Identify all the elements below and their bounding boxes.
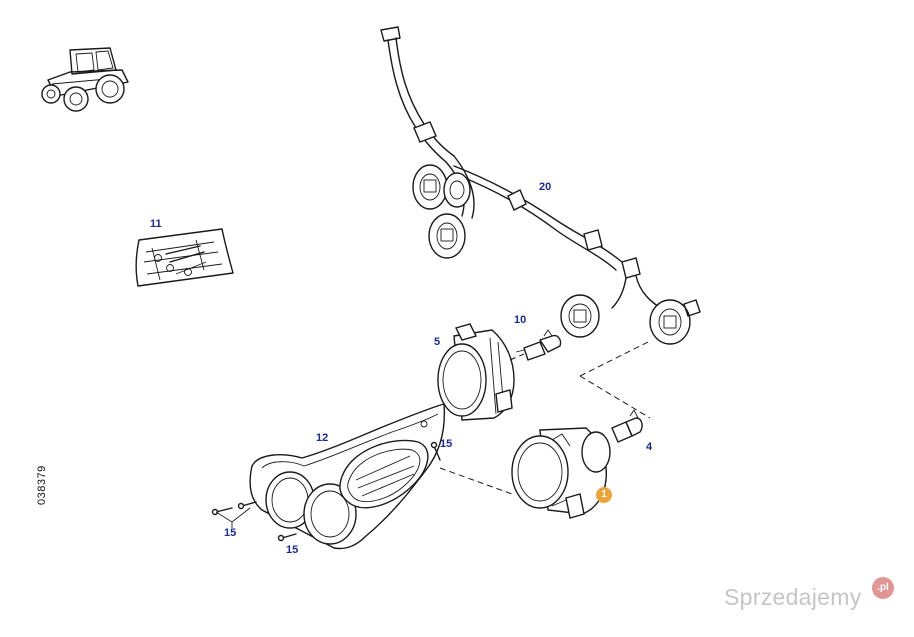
label-part-11: 11 bbox=[150, 218, 162, 230]
screws-part-15 bbox=[211, 441, 441, 542]
label-part-12: 12 bbox=[316, 432, 329, 444]
label-part-15-right: 15 bbox=[440, 438, 453, 450]
label-part-20: 20 bbox=[539, 181, 552, 193]
bezel-part-12 bbox=[249, 403, 446, 550]
wiring-harness bbox=[380, 26, 701, 345]
headlamp-part-5 bbox=[437, 323, 515, 421]
bulb-part-4 bbox=[611, 409, 643, 443]
label-part-5: 5 bbox=[434, 336, 441, 348]
label-part-4: 4 bbox=[646, 441, 653, 453]
watermark-text: Sprzedajemy bbox=[724, 584, 862, 610]
label-part-15-bottom: 15 bbox=[286, 544, 299, 556]
bulb-part-10 bbox=[515, 329, 562, 361]
foglamp-part-1 bbox=[511, 427, 611, 519]
fastener-kit-bag bbox=[135, 228, 234, 287]
document-number: 038379 bbox=[36, 465, 48, 505]
watermark-logo: .pl bbox=[872, 577, 894, 599]
label-part-10: 10 bbox=[514, 314, 527, 326]
label-part-15-left: 15 bbox=[224, 527, 237, 539]
watermark-suffix: .pl bbox=[877, 582, 889, 593]
tractor-icon bbox=[41, 47, 129, 112]
label-part-1-badge: 1 bbox=[596, 487, 612, 503]
leader-lines bbox=[215, 341, 651, 528]
